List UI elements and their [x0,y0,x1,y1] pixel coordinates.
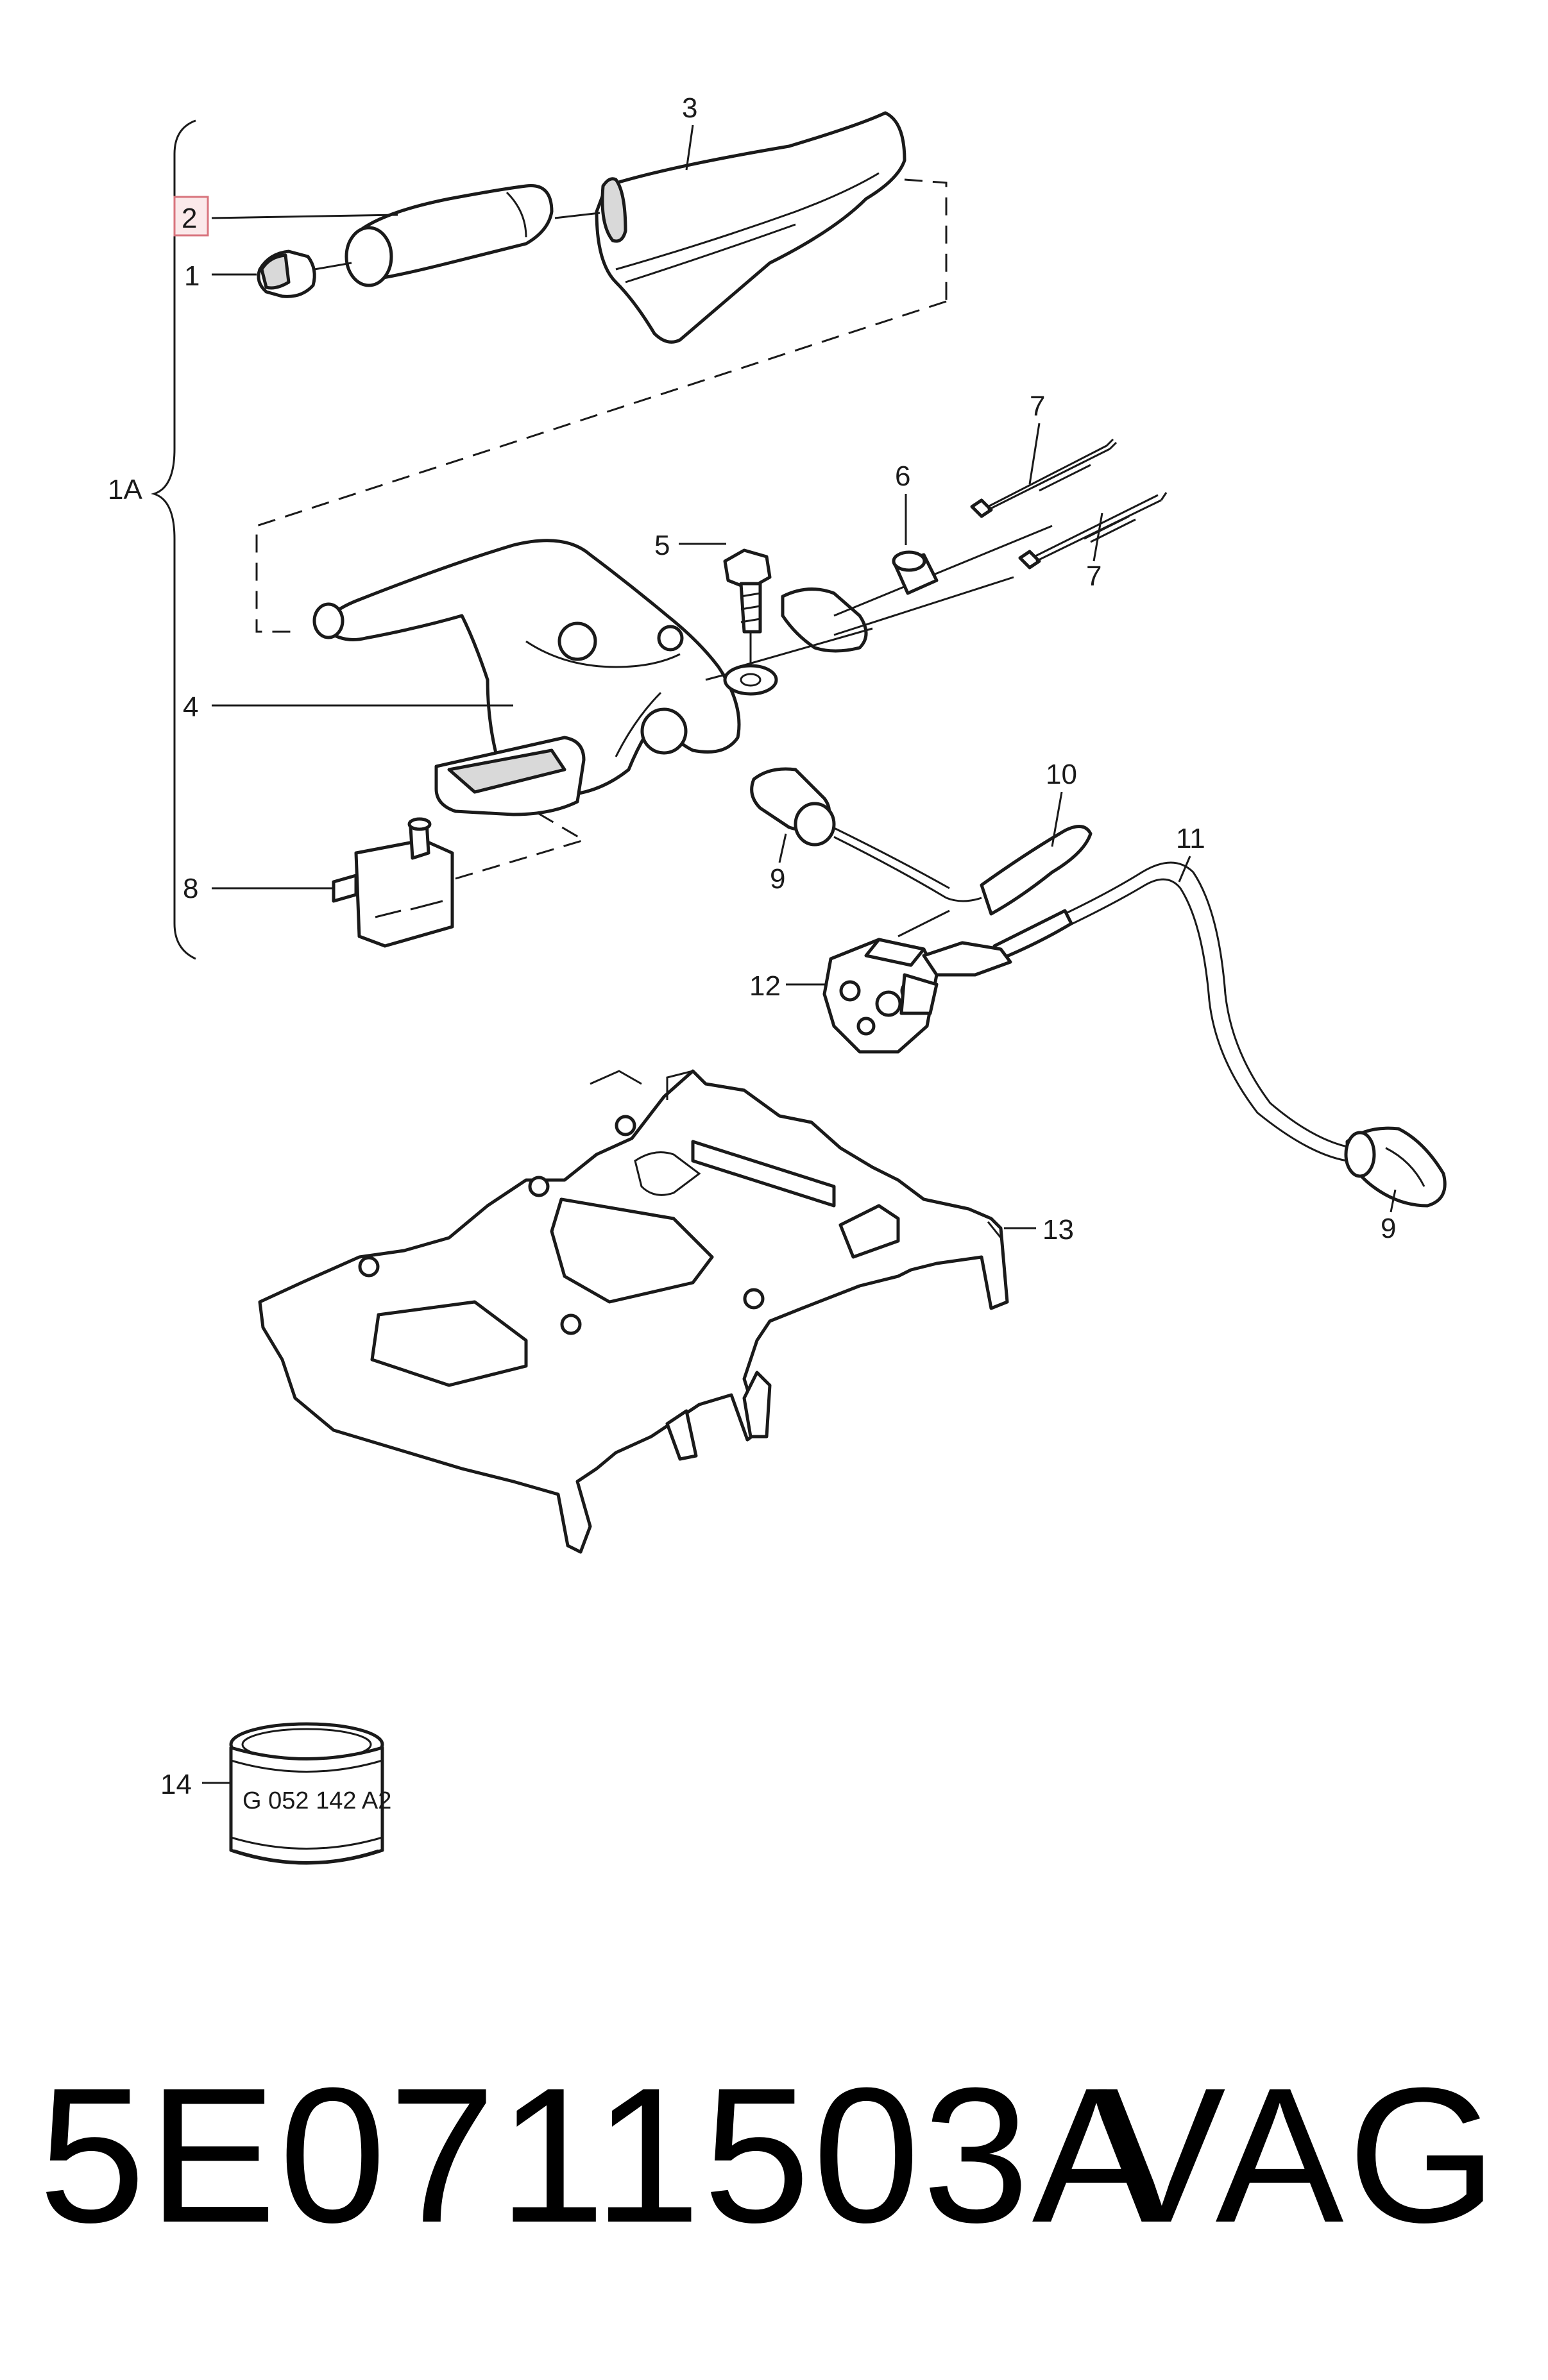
sealant-label: G 052 142 A2 [242,1787,391,1814]
handle-grip-part-2 [344,184,554,287]
button-cap-part-1 [257,249,316,298]
callout-6[interactable]: 6 [895,460,910,492]
callout-7a[interactable]: 7 [1030,391,1045,422]
callout-1a[interactable]: 1A [108,474,142,505]
leader-3 [685,124,694,171]
callout-9b[interactable]: 9 [1381,1213,1396,1244]
callout-9a[interactable]: 9 [770,863,785,895]
mounting-plate-part-13 [258,1069,1009,1554]
callout-5[interactable]: 5 [654,530,670,561]
grommet-part-9-lower [1344,1126,1447,1208]
leader-2b [314,262,352,271]
bracket-part-12 [822,938,1012,1054]
bolt-part-5 [723,548,778,696]
callout-2-highlight [173,196,209,237]
callout-14[interactable]: 14 [160,1769,192,1800]
brand-name: VAG [1097,2047,1501,2263]
grommet-part-9-upper [750,767,950,899]
assembly-outline [255,300,947,633]
callout-1[interactable]: 1 [184,260,200,292]
brake-lever-part-4 [312,539,754,816]
cable-part-11 [992,861,1354,1162]
leader-7b [1093,512,1103,562]
callout-11[interactable]: 11 [1176,823,1205,854]
adjuster-sleeve-part-6 [892,550,939,595]
callout-4[interactable]: 4 [183,691,198,723]
group-bracket-1a [150,119,196,960]
leader-9a [778,833,787,863]
callout-2[interactable]: 2 [182,203,197,234]
brake-cable-upper-part-7 [970,438,1118,518]
leader-7a [1028,423,1041,485]
leader-2 [211,214,398,219]
sealant-container-part-14: G 052 142 A2 [229,1722,391,1865]
gaiter-part-3 [595,111,948,344]
leader-3b [554,212,600,219]
callout-10[interactable]: 10 [1046,759,1077,790]
leader-11 [1178,856,1191,882]
callout-8[interactable]: 8 [183,873,198,904]
leader-10 [1051,791,1063,847]
callout-3[interactable]: 3 [682,92,697,124]
callout-13[interactable]: 13 [1042,1214,1074,1245]
footer: 5E0711503A VAG [38,2049,1514,2261]
cable-part-10 [897,825,1093,938]
callout-12[interactable]: 12 [749,970,781,1002]
cable-equaliser [737,525,1053,668]
part-number: 5E0711503A [38,2047,1163,2263]
callout-7b[interactable]: 7 [1086,561,1101,592]
switch-part-8 [332,807,586,948]
leader-9b [1390,1189,1397,1213]
